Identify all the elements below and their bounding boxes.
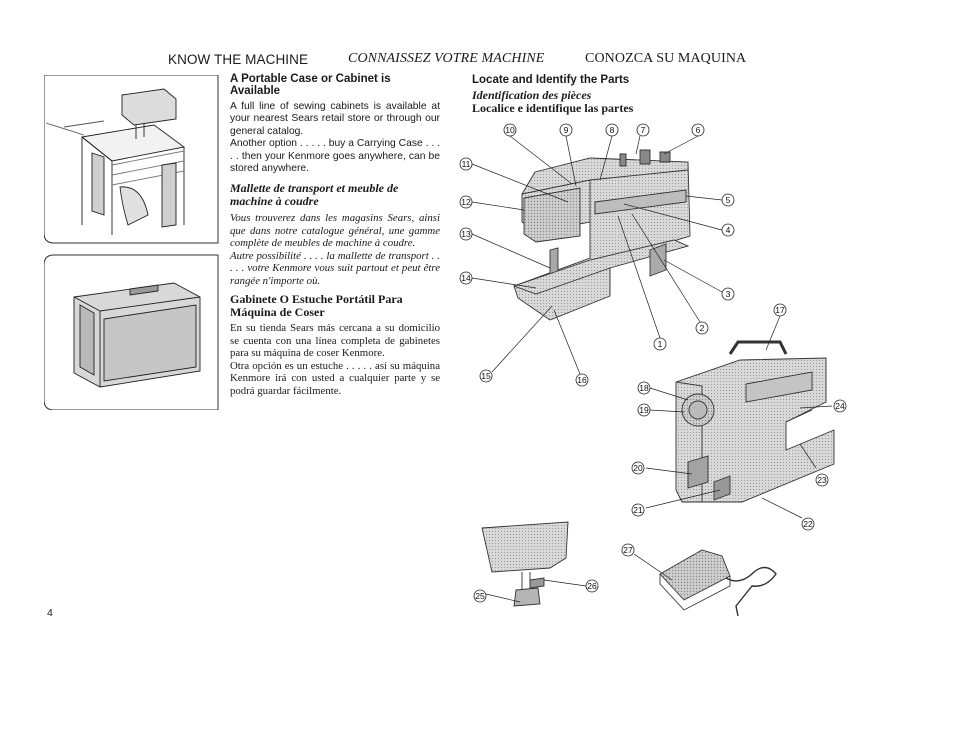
en-heading: A Portable Case or Cabinet is Available (230, 73, 391, 97)
callout-27: 27 (623, 545, 633, 555)
callout-19: 19 (639, 405, 649, 415)
header-fr: CONNAISSEZ VOTRE MACHINE (348, 51, 545, 66)
fr-paragraph-1: Vous trouverez dans les magasins Sears, … (230, 212, 440, 250)
parts-heading-en: Locate and Identify the Parts (472, 74, 630, 86)
fr-heading: Mallette de transport et meuble de machi… (230, 181, 399, 209)
callout-2: 2 (700, 323, 705, 333)
callout-22: 22 (803, 519, 813, 529)
callout-12: 12 (461, 197, 471, 207)
callout-13: 13 (461, 229, 471, 239)
callout-8: 8 (610, 125, 615, 135)
callout-16: 16 (577, 375, 587, 385)
presser-foot-detail (481, 521, 569, 607)
callout-17: 17 (775, 305, 785, 315)
en-paragraph-1: A full line of sewing cabinets is availa… (230, 101, 440, 137)
sewing-machine-side-view (675, 340, 835, 503)
cabinet-panel-frame (44, 75, 219, 244)
callout-20: 20 (633, 463, 643, 473)
side-view-leader-lines (645, 315, 833, 519)
fr-paragraph-2: Autre possibilité . . . . la mallette de… (230, 249, 440, 287)
callout-15: 15 (481, 371, 491, 381)
cabinet-text-column: A Portable Case or Cabinet is Available … (230, 73, 440, 397)
en-paragraph-2: Another option . . . . . buy a Carrying … (230, 138, 440, 175)
callout-11: 11 (462, 159, 471, 169)
presser-foot-leader-lines (485, 579, 587, 603)
parts-heading-es: Localice e identifique las partes (472, 101, 634, 115)
cabinet-illustration (45, 88, 186, 235)
callout-4: 4 (726, 225, 731, 235)
header-es: CONOZCA SU MAQUINA (585, 51, 747, 66)
callout-7: 7 (641, 125, 646, 135)
callout-24: 24 (835, 401, 845, 411)
foot-control-detail (659, 549, 777, 617)
callout-21: 21 (633, 505, 643, 515)
callout-14: 14 (461, 273, 471, 283)
callout-3: 3 (726, 289, 731, 299)
header-en: KNOW THE MACHINE (168, 52, 309, 67)
es-paragraph-1: En su tienda Sears más cercana a su domi… (230, 322, 440, 360)
callout-1: 1 (658, 339, 663, 349)
callout-10: 10 (505, 125, 515, 135)
callout-6: 6 (696, 125, 701, 135)
es-paragraph-2: Otra opción es un estuche . . . . . así … (230, 359, 440, 397)
es-heading: Gabinete O Estuche Portátil Para Máquina… (230, 292, 403, 320)
cabinet-and-case-illustrations (44, 75, 219, 410)
parts-heading-fr: Identification des pièces (472, 88, 592, 102)
parts-diagrams (471, 135, 835, 617)
callout-numbers: 10 9 8 7 6 11 12 13 14 5 4 3 2 1 15 16 1… (459, 123, 847, 603)
callout-25: 25 (475, 591, 485, 601)
foot-control-leader-line (633, 553, 673, 581)
callout-5: 5 (726, 195, 731, 205)
callout-23: 23 (817, 475, 827, 485)
page-number: 4 (47, 607, 53, 619)
callout-9: 9 (564, 125, 569, 135)
callout-18: 18 (639, 383, 649, 393)
front-view-leader-lines (471, 135, 723, 375)
callout-26: 26 (587, 581, 597, 591)
carrying-case-illustration (73, 282, 201, 388)
